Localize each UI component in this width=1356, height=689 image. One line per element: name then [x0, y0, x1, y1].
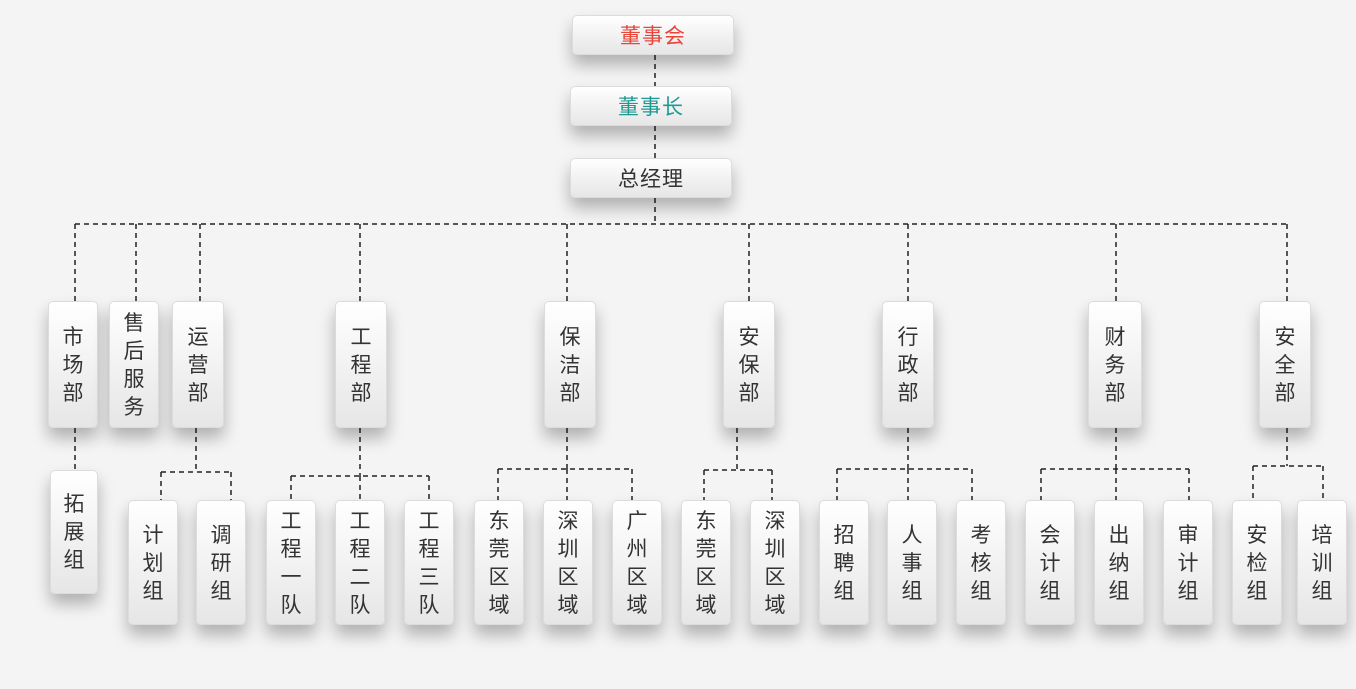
dept-engineering: 工程部 [335, 301, 387, 428]
sub-group-label: 深圳区域 [557, 508, 579, 617]
dept-aftersale: 售后服务 [109, 301, 159, 428]
dept-market-label: 市场部 [62, 324, 84, 405]
sub-group-label: 培训组 [1311, 522, 1333, 603]
sub-group-label: 审计组 [1177, 522, 1199, 603]
sub-group-label: 计划组 [142, 522, 164, 603]
dept-market: 市场部 [48, 301, 98, 428]
sub-group-engineering-team-2: 工程二队 [335, 500, 385, 625]
sub-group-cleaning-guangzhou: 广州区域 [612, 500, 662, 625]
sub-group-label: 工程一队 [280, 508, 302, 617]
sub-group-operation-plan: 计划组 [128, 500, 178, 625]
board-label: 董事会 [620, 24, 686, 48]
general-manager-label: 总经理 [618, 167, 684, 191]
sub-group-label: 东莞区域 [488, 508, 510, 617]
sub-group-admin-personnel: 人事组 [887, 500, 937, 625]
dept-admin-label: 行政部 [897, 324, 919, 405]
sub-group-label: 深圳区域 [764, 508, 786, 617]
sub-group-admin-assessment: 考核组 [956, 500, 1006, 625]
sub-group-market-expansion: 拓展组 [50, 470, 98, 594]
sub-group-label: 考核组 [970, 522, 992, 603]
sub-group-cleaning-shenzhen: 深圳区域 [543, 500, 593, 625]
sub-group-cleaning-dongguan: 东莞区域 [474, 500, 524, 625]
dept-operation-label: 运营部 [187, 324, 209, 405]
sub-group-operation-research: 调研组 [196, 500, 246, 625]
sub-group-finance-accounting: 会计组 [1025, 500, 1075, 625]
board-node: 董事会 [572, 15, 734, 55]
dept-finance-label: 财务部 [1104, 324, 1126, 405]
sub-group-engineering-team-1: 工程一队 [266, 500, 316, 625]
sub-group-label: 出纳组 [1108, 522, 1130, 603]
dept-aftersale-label: 售后服务 [123, 310, 145, 419]
sub-group-admin-recruitment: 招聘组 [819, 500, 869, 625]
dept-safety: 安全部 [1259, 301, 1311, 428]
sub-group-label: 会计组 [1039, 522, 1061, 603]
sub-group-security-shenzhen: 深圳区域 [750, 500, 800, 625]
dept-cleaning: 保洁部 [544, 301, 596, 428]
sub-group-finance-cashier: 出纳组 [1094, 500, 1144, 625]
dept-security-label: 安保部 [738, 324, 760, 405]
sub-group-label: 广州区域 [626, 508, 648, 617]
sub-group-safety-inspection: 安检组 [1232, 500, 1282, 625]
sub-group-safety-training: 培训组 [1297, 500, 1347, 625]
sub-group-finance-audit: 审计组 [1163, 500, 1213, 625]
sub-group-label: 拓展组 [63, 492, 85, 572]
chairman-label: 董事长 [618, 95, 684, 119]
dept-security: 安保部 [723, 301, 775, 428]
dept-admin: 行政部 [882, 301, 934, 428]
chairman-node: 董事长 [570, 86, 732, 126]
sub-group-security-dongguan: 东莞区域 [681, 500, 731, 625]
dept-finance: 财务部 [1088, 301, 1142, 428]
sub-group-label: 招聘组 [833, 522, 855, 603]
sub-group-label: 调研组 [210, 522, 232, 603]
sub-group-label: 东莞区域 [695, 508, 717, 617]
dept-operation: 运营部 [172, 301, 224, 428]
dept-safety-label: 安全部 [1274, 324, 1296, 405]
sub-group-label: 工程三队 [418, 508, 440, 617]
general-manager-node: 总经理 [570, 158, 732, 198]
sub-group-engineering-team-3: 工程三队 [404, 500, 454, 625]
sub-group-label: 人事组 [901, 522, 923, 603]
sub-group-label: 安检组 [1246, 522, 1268, 603]
sub-group-label: 工程二队 [349, 508, 371, 617]
dept-cleaning-label: 保洁部 [559, 324, 581, 405]
dept-engineering-label: 工程部 [350, 324, 372, 405]
